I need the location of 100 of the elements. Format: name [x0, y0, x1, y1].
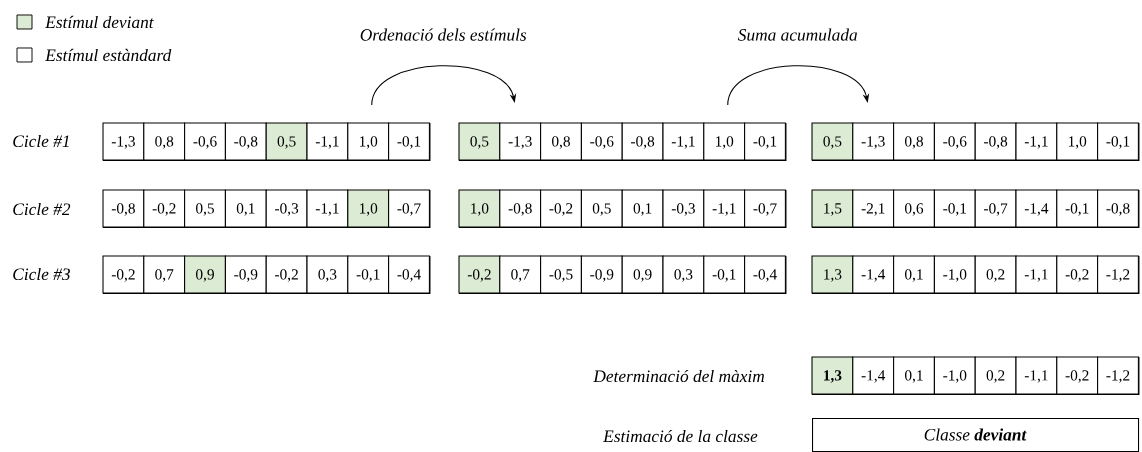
table-cell: 0,7 [143, 255, 186, 294]
row-label: Cicle #1 [13, 134, 69, 148]
table-cell: -1,4 [1015, 189, 1058, 228]
table-cell: -1,1 [1015, 356, 1058, 395]
table-cell: 0,1 [893, 255, 935, 294]
cell-row [102, 122, 431, 162]
row-label: Estimació de la classe [603, 429, 758, 443]
cell-row [102, 189, 431, 229]
cell-row [811, 255, 1140, 295]
table-cell: -0,2 [102, 255, 145, 294]
row-label: Cicle #2 [13, 202, 71, 216]
table-cell: -0,1 [388, 122, 430, 161]
table-cell: -1,0 [933, 356, 976, 395]
table-cell: -1,3 [102, 122, 145, 161]
table-cell: -0,1 [347, 255, 390, 294]
table-cell: 0,9 [621, 255, 664, 294]
table-cell: -0,2 [1056, 255, 1099, 294]
table-cell: -0,2 [540, 189, 582, 228]
table-cell: -0,9 [224, 255, 267, 294]
table-cell: 0,3 [662, 255, 705, 294]
table-cell: -0,1 [1056, 189, 1099, 228]
table-cell: -1,4 [852, 356, 895, 395]
table-cell: 1,0 [1056, 122, 1099, 161]
table-cell: -1,4 [852, 255, 895, 294]
table-cell: -0,1 [933, 189, 976, 228]
table-cell: -0,6 [580, 122, 623, 161]
table-cell: -1,1 [306, 189, 349, 228]
cell-row [458, 255, 787, 295]
curved-arrow [727, 65, 870, 106]
table-cell: -0,2 [143, 189, 186, 228]
table-cell: -1,1 [662, 122, 705, 161]
table-cell: 0,8 [143, 122, 186, 161]
table-cell: 0,8 [540, 122, 582, 161]
legend-label: Estímul estàndard [45, 48, 172, 62]
table-cell: 0,9 [184, 255, 226, 294]
table-cell: 1,0 [703, 122, 746, 161]
cell-row [811, 356, 1140, 396]
table-cell: -1,1 [306, 122, 349, 161]
table-cell: -0,8 [499, 189, 542, 228]
table-cell: -0,1 [703, 255, 746, 294]
table-cell: -0,2 [265, 255, 308, 294]
table-cell: -0,5 [540, 255, 582, 294]
table-cell: -1,3 [852, 122, 895, 161]
table-cell: -1,0 [933, 255, 976, 294]
table-cell: -1,1 [1015, 255, 1058, 294]
table-cell: 0,2 [974, 356, 1017, 395]
edge-label: Ordenació dels estímuls [360, 28, 527, 41]
table-cell: 1,0 [347, 189, 390, 228]
table-cell: 0,1 [224, 189, 267, 228]
table-cell: -0,2 [1056, 356, 1099, 395]
table-cell: -0,6 [933, 122, 976, 161]
table-cell: -1,1 [1015, 122, 1058, 161]
table-cell: -0,8 [102, 189, 145, 228]
table-cell: 0,5 [811, 122, 854, 161]
table-cell: -0,1 [1097, 122, 1139, 161]
table-cell: -0,6 [184, 122, 226, 161]
result-box: Classe deviant [812, 418, 1140, 452]
cell-row [458, 189, 787, 229]
legend-label: Estímul deviant [45, 15, 154, 29]
cell-row [102, 255, 431, 295]
edge-label: Suma acumulada [738, 28, 857, 41]
table-cell: -0,8 [974, 122, 1017, 161]
table-cell: 1,3 [811, 356, 854, 395]
table-cell: -1,2 [1097, 356, 1139, 395]
table-cell: 1,0 [347, 122, 390, 161]
table-cell: -1,3 [499, 122, 542, 161]
table-cell: 0,8 [893, 122, 935, 161]
table-cell: -0,8 [621, 122, 664, 161]
table-cell: -1,2 [1097, 255, 1139, 294]
table-cell: 0,5 [184, 189, 226, 228]
table-cell: -0,2 [458, 255, 501, 294]
table-cell: -0,1 [744, 122, 786, 161]
table-cell: -0,3 [265, 189, 308, 228]
row-label: Cicle #3 [13, 267, 70, 281]
table-cell: -0,3 [662, 189, 705, 228]
table-cell: 0,3 [306, 255, 349, 294]
table-cell: 0,5 [580, 189, 623, 228]
table-cell: -0,9 [580, 255, 623, 294]
table-cell: 0,2 [974, 255, 1017, 294]
table-cell: 0,1 [621, 189, 664, 228]
table-cell: -1,1 [703, 189, 746, 228]
table-cell: 0,5 [458, 122, 501, 161]
table-cell: 1,3 [811, 255, 854, 294]
table-cell: -0,4 [744, 255, 786, 294]
table-cell: -0,7 [744, 189, 786, 228]
table-cell: -0,8 [1097, 189, 1139, 228]
curved-arrow [371, 65, 517, 106]
table-cell: -0,7 [388, 189, 430, 228]
table-cell: 1,0 [458, 189, 501, 228]
table-cell: 1,5 [811, 189, 854, 228]
table-cell: 0,1 [893, 356, 935, 395]
table-cell: -0,8 [224, 122, 267, 161]
cell-row [811, 189, 1140, 229]
cell-row [811, 122, 1140, 162]
table-cell: 0,7 [499, 255, 542, 294]
table-cell: -0,7 [974, 189, 1017, 228]
row-label: Determinació del màxim [593, 369, 765, 383]
table-cell: 0,6 [893, 189, 935, 228]
table-cell: -2,1 [852, 189, 895, 228]
cell-row [458, 122, 787, 162]
